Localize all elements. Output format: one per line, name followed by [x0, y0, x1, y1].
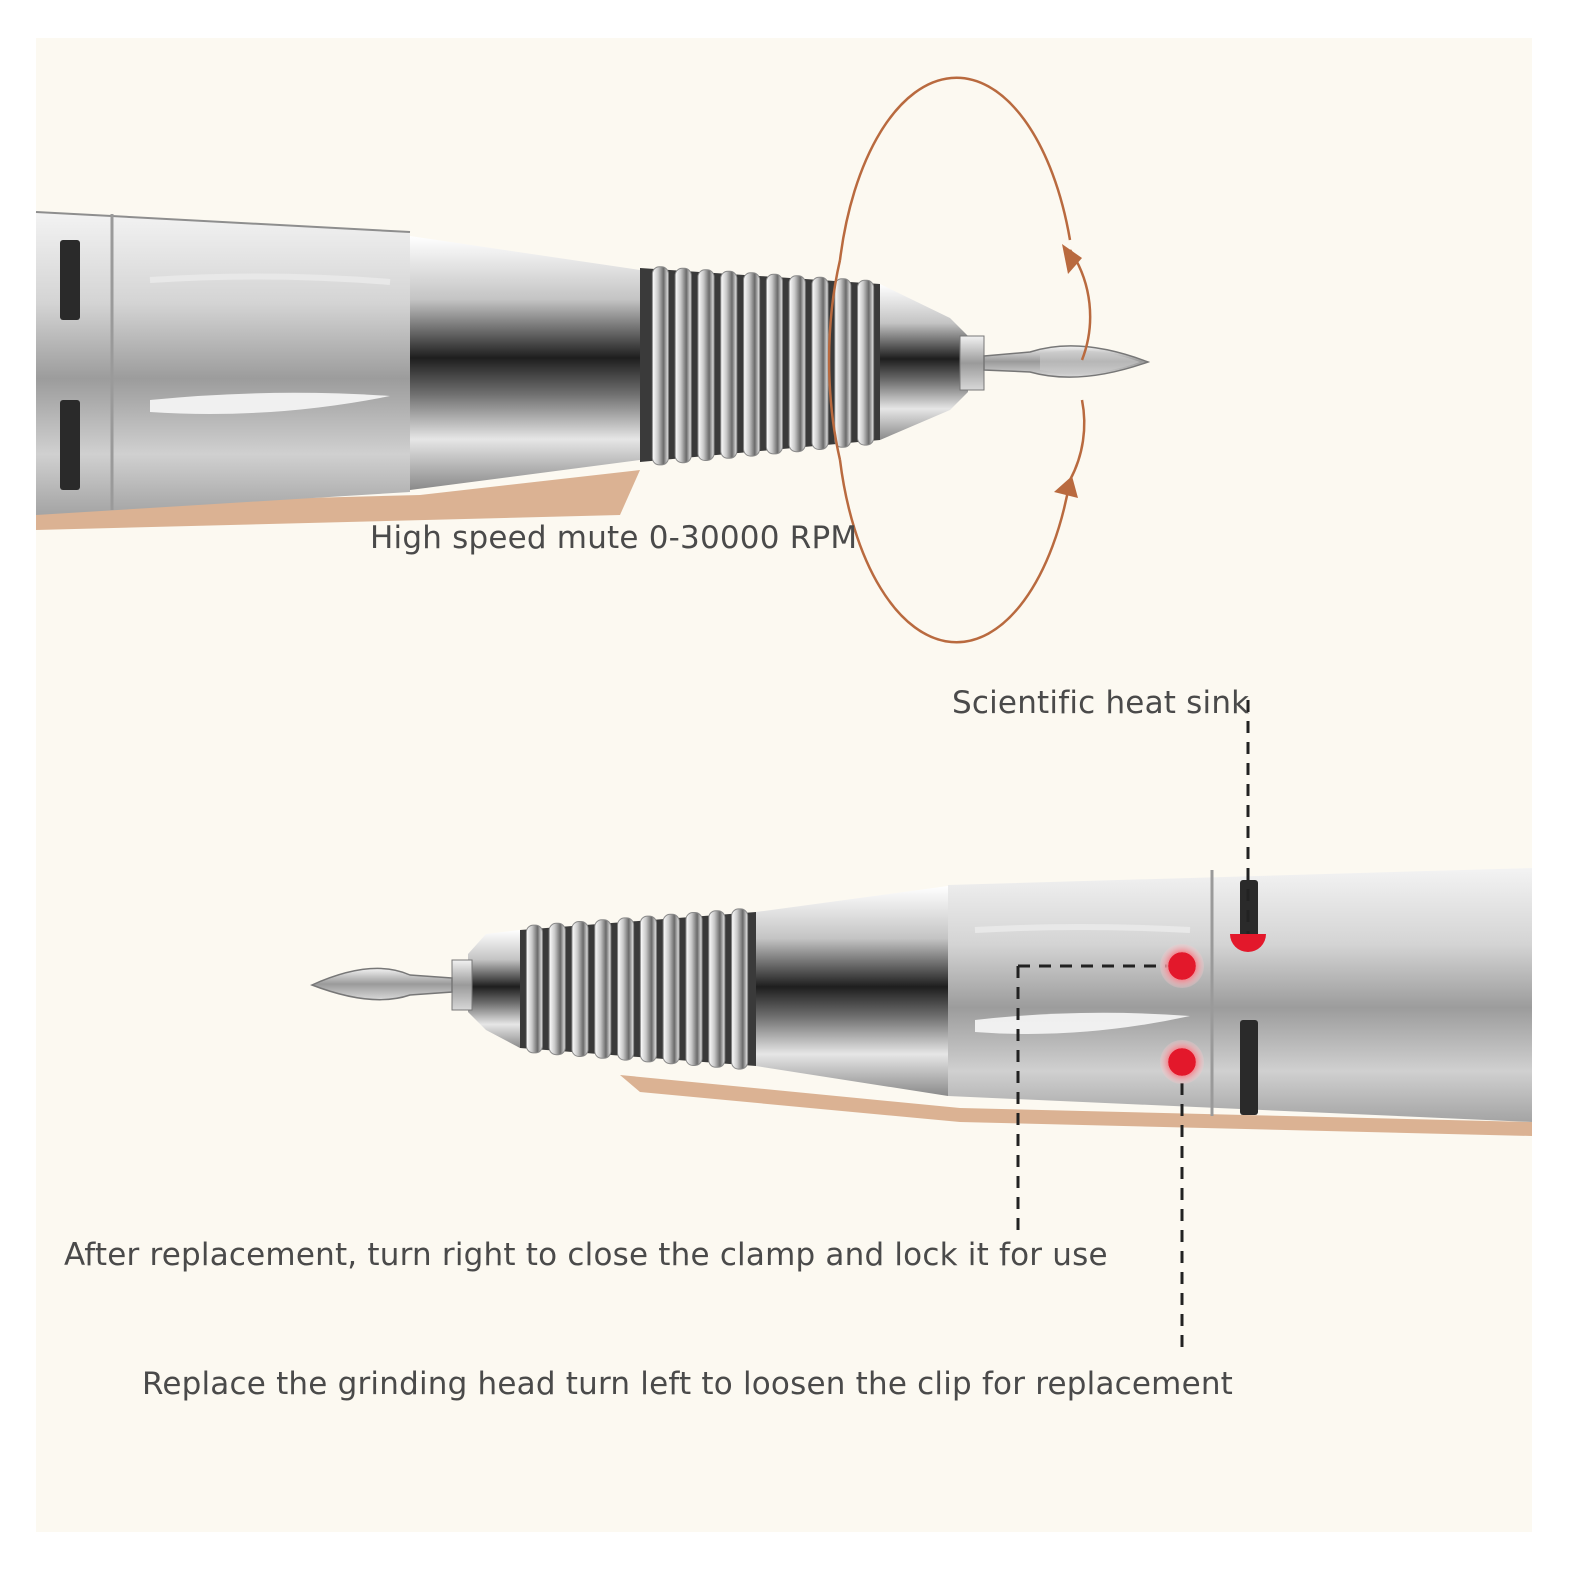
spring-coil: [834, 278, 852, 448]
red-dot-marker-icon: [1160, 934, 1266, 1084]
lock-clamp-callout-label: After replacement, turn right to close t…: [64, 1237, 1108, 1273]
spring-coil: [662, 913, 680, 1065]
spring-coil: [708, 910, 726, 1068]
spring-coil: [857, 279, 875, 446]
spring-coil: [685, 912, 703, 1066]
replace-head-callout-label: Replace the grinding head turn left to l…: [142, 1366, 1234, 1402]
callout-leader-lines: [1016, 700, 1250, 1352]
spring-coil: [731, 908, 749, 1070]
spring-coil: [548, 922, 566, 1056]
spring-coil: [639, 915, 657, 1063]
spring-coil: [743, 272, 761, 457]
rotation-arrow-icon: [827, 76, 1092, 644]
heat-sink-callout-label: Scientific heat sink: [952, 685, 1250, 721]
spring-coil: [651, 266, 669, 466]
spring-coil: [617, 917, 635, 1061]
spring-coil: [697, 269, 715, 461]
top-pen-illustration: [35, 211, 1151, 530]
spring-coil: [674, 267, 692, 464]
spring-coil: [720, 270, 738, 459]
speed-callout-label: High speed mute 0-30000 RPM: [370, 520, 858, 556]
spring-coil: [525, 924, 543, 1054]
spring-coil: [811, 276, 829, 450]
spring-coil: [788, 275, 806, 453]
spring-coil: [765, 273, 783, 455]
bottom-pen-illustration: [310, 868, 1532, 1136]
spring-coil: [594, 919, 612, 1059]
spring-coil: [571, 921, 589, 1057]
